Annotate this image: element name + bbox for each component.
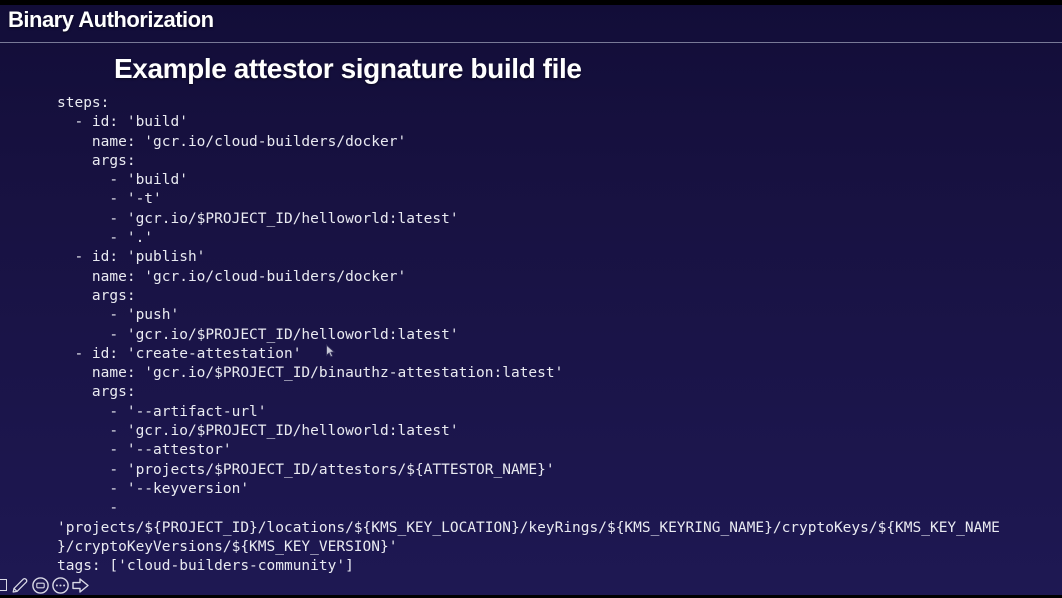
code-line: - 'projects/$PROJECT_ID/attestors/${ATTE… (57, 461, 555, 478)
square-icon[interactable] (0, 579, 7, 591)
bottom-letterbox-bar (0, 595, 1062, 598)
code-line: - id: 'create-attestation' (57, 345, 302, 362)
code-line: - '--artifact-url' (57, 403, 267, 420)
mouse-cursor-icon (326, 344, 336, 358)
arrow-right-icon[interactable] (71, 577, 90, 594)
code-line: steps: (57, 95, 110, 111)
deck-title: Binary Authorization (8, 7, 214, 32)
pencil-icon[interactable] (10, 575, 30, 595)
code-line: - 'build' (57, 172, 188, 189)
code-line: - '--keyversion' (57, 480, 250, 497)
top-letterbox-bar (0, 0, 1062, 5)
code-line: - 'push' (57, 307, 180, 324)
code-line: - 'gcr.io/$PROJECT_ID/helloworld:latest' (57, 423, 459, 440)
code-block: steps: - id: 'build' name: 'gcr.io/cloud… (57, 94, 1000, 576)
code-line: - (57, 500, 119, 517)
code-line: - 'gcr.io/$PROJECT_ID/helloworld:latest' (57, 210, 459, 227)
header-divider (0, 42, 1062, 43)
slide-title: Example attestor signature build file (114, 53, 582, 84)
code-line: - 'gcr.io/$PROJECT_ID/helloworld:latest' (57, 326, 459, 343)
code-line: args: (57, 287, 136, 304)
code-line: - '.' (57, 230, 154, 247)
code-line: - id: 'build' (57, 114, 188, 131)
code-line: tags: ['cloud-builders-community'] (57, 558, 354, 575)
code-line: - id: 'publish' (57, 249, 206, 266)
more-circle-icon[interactable] (51, 576, 70, 595)
annotation-toolbar (0, 574, 90, 596)
screen-circle-icon[interactable] (31, 576, 50, 595)
code-line: name: 'gcr.io/cloud-builders/docker' (57, 133, 407, 150)
code-line: 'projects/${PROJECT_ID}/locations/${KMS_… (57, 519, 1000, 536)
code-line: args: (57, 384, 136, 401)
code-line: name: 'gcr.io/cloud-builders/docker' (57, 268, 407, 285)
code-line: name: 'gcr.io/$PROJECT_ID/binauthz-attes… (57, 365, 564, 382)
code-line: }/cryptoKeyVersions/${KMS_KEY_VERSION}' (57, 538, 398, 555)
code-line: - '-t' (57, 191, 162, 208)
code-line: args: (57, 152, 136, 169)
code-line: - '--attestor' (57, 442, 232, 459)
